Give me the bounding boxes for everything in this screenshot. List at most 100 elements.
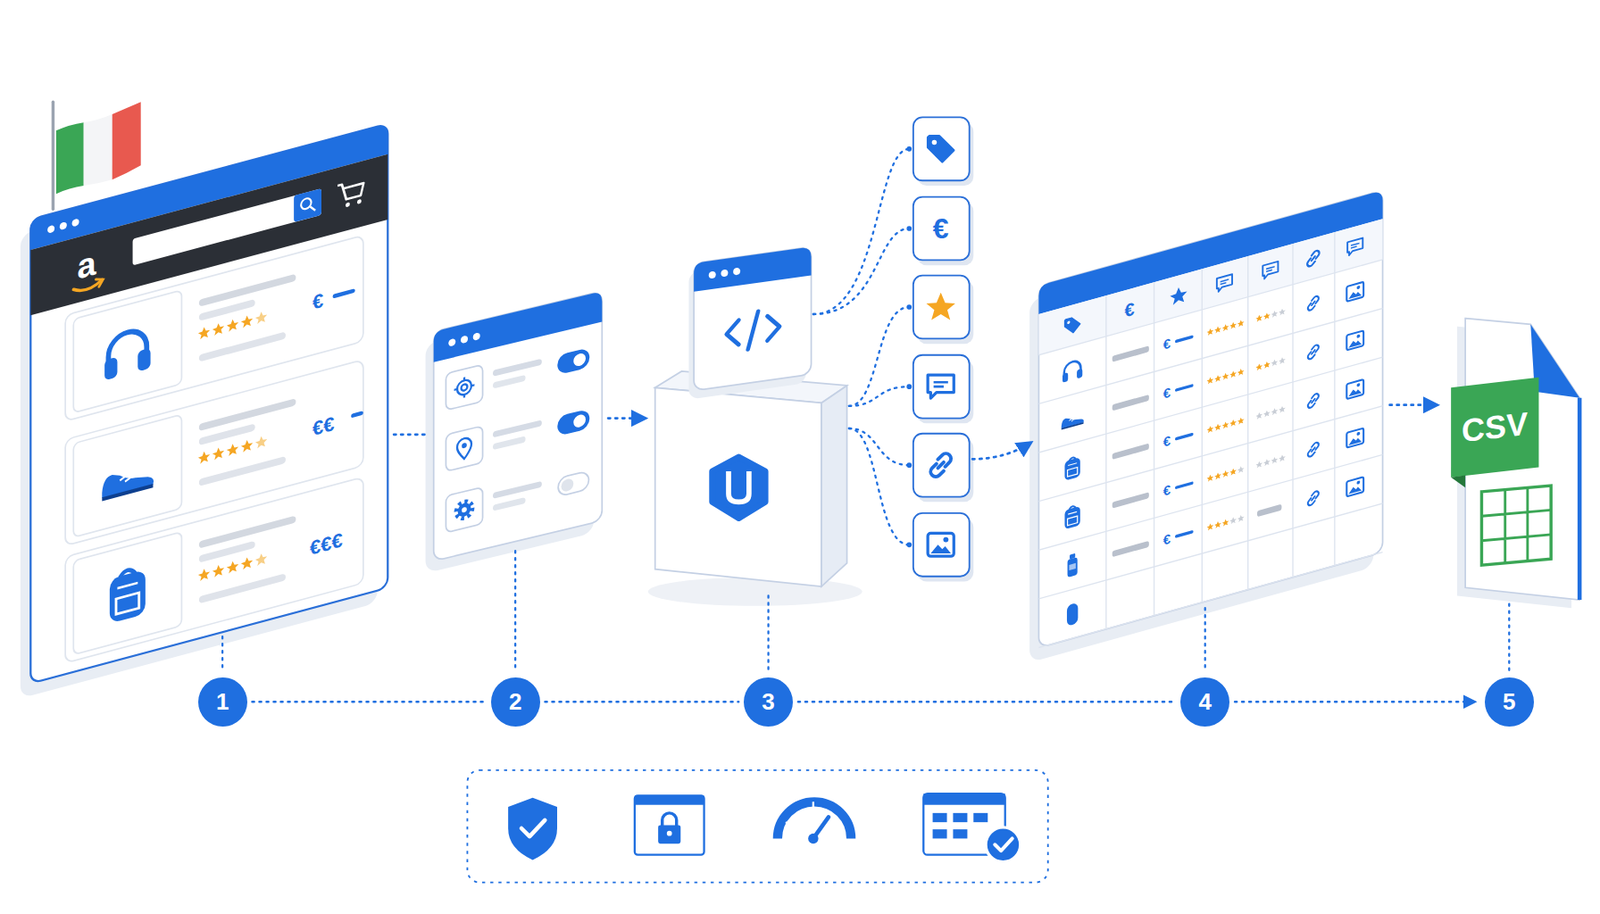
feature-panel <box>933 829 948 839</box>
settings-panel <box>433 291 603 561</box>
step-circle: 2 <box>491 677 541 727</box>
product-card <box>65 476 364 663</box>
italian-flag <box>112 101 142 180</box>
toggle-knob <box>561 477 575 493</box>
step-number: 2 <box>508 690 522 714</box>
scraper-api-box <box>720 268 728 277</box>
feature-panel <box>658 825 681 845</box>
field-icon <box>927 375 954 399</box>
step-number: 1 <box>216 690 229 714</box>
field-card <box>913 197 970 261</box>
shop-page <box>95 277 103 288</box>
rating-star <box>1222 469 1230 478</box>
toggle-knob <box>573 413 586 429</box>
rating-star <box>198 450 210 465</box>
rating-star <box>226 441 239 457</box>
field-icon <box>926 292 956 321</box>
feature-panel <box>808 833 818 844</box>
text-line <box>199 456 286 487</box>
rating-star <box>1214 374 1222 383</box>
rating-star <box>1237 367 1245 376</box>
step-connector <box>252 700 486 704</box>
feature-panel <box>466 770 1048 884</box>
rating-star <box>198 566 210 582</box>
column-icon <box>1169 284 1187 306</box>
field-icon <box>927 533 954 557</box>
setting-icon-box <box>445 425 483 472</box>
table-grid <box>1105 295 1107 630</box>
rating-star <box>1229 516 1237 525</box>
step-connector <box>798 700 1175 704</box>
feature-panel <box>923 793 1005 806</box>
column-icon <box>1065 315 1081 335</box>
rating-star <box>1207 522 1215 531</box>
price-label: €€€ <box>309 530 343 559</box>
scraper-api-box <box>693 246 811 391</box>
feature-panel <box>634 795 705 805</box>
rating-star <box>1229 321 1237 330</box>
step-circle: 4 <box>1180 677 1230 727</box>
price-cell: € <box>1163 335 1171 351</box>
logo-letter: a <box>77 246 97 286</box>
leader-line <box>1508 604 1510 672</box>
product-image-box <box>73 532 182 656</box>
scraper-api-box <box>648 577 863 607</box>
feature-panel <box>662 813 677 827</box>
table-grid <box>1291 243 1293 578</box>
rating-star <box>1207 376 1215 385</box>
text-line <box>492 419 542 438</box>
table-grid <box>1153 282 1155 617</box>
csv-file <box>1450 318 1580 609</box>
rating-star <box>1263 311 1271 320</box>
rating-star <box>1229 369 1237 378</box>
product-image-box <box>73 414 182 538</box>
scraper-api-box <box>728 471 750 502</box>
rating-star <box>1207 327 1215 336</box>
feature-panel <box>777 801 851 839</box>
feature-panel <box>666 831 673 837</box>
scraper-api-box <box>733 267 741 276</box>
rating-star <box>1222 420 1230 429</box>
price-dash <box>1176 336 1192 342</box>
rating-star <box>255 309 267 325</box>
row-product-icon <box>1064 455 1080 481</box>
settings-panel <box>445 339 589 534</box>
connector-dot <box>906 304 912 310</box>
toggle <box>558 470 589 497</box>
setting-icon <box>454 375 475 400</box>
rating-star <box>1271 456 1279 465</box>
step-circle: 1 <box>198 677 248 727</box>
csv-file <box>1450 475 1466 489</box>
setting-icon <box>456 500 473 521</box>
setting-icon-box <box>445 365 483 411</box>
rating-star <box>1214 423 1222 432</box>
row-product-icon <box>1061 413 1084 429</box>
feature-panel <box>985 827 1021 863</box>
product-icon <box>101 464 154 500</box>
settings-panel <box>425 291 603 574</box>
asin-text <box>1112 541 1150 558</box>
rating-star <box>1229 467 1237 476</box>
settings-panel <box>448 338 456 348</box>
field-connector <box>813 228 909 315</box>
price-cell: € <box>1163 482 1171 498</box>
settings-panel <box>460 334 468 344</box>
scraper-api-box <box>726 308 780 352</box>
field-connector <box>813 149 909 315</box>
image-icon <box>1346 330 1364 350</box>
image-icon <box>1346 476 1364 497</box>
rating-star <box>1255 411 1263 420</box>
price-label: €€ <box>312 413 334 440</box>
flow-arrow <box>393 433 429 436</box>
feature-panel <box>994 838 1012 851</box>
rating-star <box>1237 318 1245 327</box>
rating-star <box>212 321 225 336</box>
table-grid <box>1333 232 1335 567</box>
rating-star <box>241 438 253 453</box>
column-icon <box>1216 274 1233 292</box>
text-line <box>492 358 542 377</box>
price-dash <box>352 413 361 416</box>
price-label: € <box>312 291 324 314</box>
